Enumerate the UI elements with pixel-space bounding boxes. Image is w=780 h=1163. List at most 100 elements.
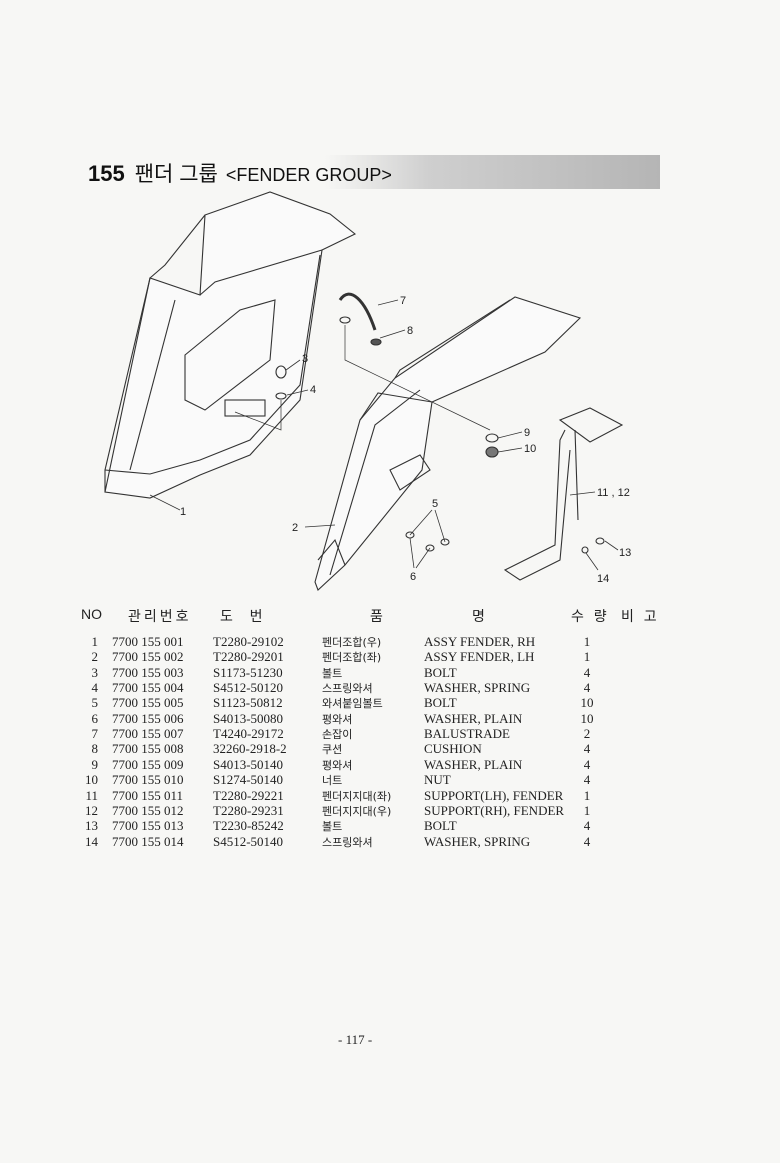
quantity: 1 [583, 802, 591, 818]
callout-9: 9 [524, 427, 530, 439]
callout-4: 4 [310, 384, 316, 396]
quantity: 1 [583, 787, 591, 803]
quantity: 4 [583, 772, 591, 788]
callout-11-12: 11 , 12 [597, 487, 630, 499]
quantity: 4 [583, 741, 591, 757]
table-row: 1 7700 155 001 T2280-29102 펜더조합(우) ASSY FEND… [0, 634, 780, 649]
row-number: 3 [91, 664, 99, 680]
management-number: 7700 155 010 [112, 772, 184, 788]
callout-5: 5 [432, 498, 438, 510]
header-part-name-1: 품 [370, 608, 386, 624]
management-number: 7700 155 009 [112, 756, 184, 772]
exploded-parts-diagram: 1 2 3 4 5 6 7 8 9 10 11 , 12 13 14 [104, 191, 631, 591]
header-mgmt-no: 관리번호 [128, 608, 192, 624]
part-name-korean: 스프링와셔 [322, 682, 373, 696]
callout-10: 10 [524, 443, 536, 455]
part-name-korean: 펜더지지대(우) [322, 804, 392, 818]
row-number: 14 [85, 833, 98, 849]
left-fender-drawing [104, 191, 357, 499]
drawing-number: T2280-29201 [213, 649, 284, 665]
callout-6: 6 [410, 571, 416, 583]
part-name-korean: 평와셔 [322, 712, 353, 726]
part-name-english: BOLT [424, 818, 457, 834]
callout-labels: 1 2 3 4 5 6 7 8 9 10 11 , 12 13 14 [180, 295, 631, 585]
title-english: <FENDER GROUP> [225, 165, 392, 185]
table-row: 9 7700 155 009 S4013-50140 평와셔 WASHER, PLAIN… [0, 757, 780, 772]
part-name-english: WASHER, PLAIN [424, 710, 523, 726]
row-number: 2 [91, 649, 99, 665]
quantity: 4 [583, 680, 591, 696]
table-row: 13 7700 155 013 T2230-85242 볼트 BOLT 4 [0, 818, 780, 833]
management-number: 7700 155 006 [112, 710, 184, 726]
management-number: 7700 155 014 [112, 833, 184, 849]
callout-leaders [149, 299, 619, 571]
part-name-english: WASHER, SPRING [424, 680, 531, 696]
management-number: 7700 155 007 [112, 726, 184, 742]
callout-7: 7 [400, 295, 406, 307]
part-name-korean: 와셔붙임볼트 [322, 697, 383, 711]
drawing-number: T2230-85242 [213, 818, 284, 834]
row-number: 8 [91, 741, 99, 757]
part-name-english: ASSY FENDER, RH [424, 634, 536, 649]
part-name-korean: 너트 [322, 774, 343, 788]
part-name-korean: 볼트 [322, 820, 343, 834]
part-name-english: NUT [424, 772, 451, 788]
part-name-english: BOLT [424, 695, 457, 711]
quantity: 4 [583, 756, 591, 772]
row-number: 9 [91, 756, 99, 772]
right-fender-drawing [314, 296, 582, 591]
part-name-korean: 펜더조합(우) [322, 636, 382, 649]
management-number: 7700 155 004 [112, 680, 184, 696]
fender-support-drawing [503, 407, 624, 581]
table-row: 4 7700 155 004 S4512-50120 스프링와셔 WASHER, SPR… [0, 680, 780, 695]
drawing-number: S4512-50140 [213, 833, 284, 849]
drawing-number: T4240-29172 [213, 726, 284, 742]
row-number: 5 [91, 695, 99, 711]
management-number: 7700 155 013 [112, 818, 184, 834]
section-number: 155 [88, 161, 125, 186]
part-name-english: SUPPORT(RH), FENDER [424, 802, 565, 818]
part-name-korean: 손잡이 [322, 728, 353, 742]
row-number: 10 [85, 772, 98, 788]
row-number: 4 [91, 680, 99, 696]
part-name-korean: 평와셔 [322, 758, 353, 772]
quantity: 10 [580, 710, 594, 726]
row-number: 11 [85, 787, 98, 803]
part-name-korean: 펜더지지대(좌) [322, 789, 392, 803]
drawing-number: T2280-29221 [213, 787, 284, 803]
drawing-number: T2280-29102 [213, 634, 284, 649]
management-number: 7700 155 001 [112, 634, 184, 649]
management-number: 7700 155 012 [112, 802, 184, 818]
drawing-number: S4013-50080 [213, 710, 284, 726]
management-number: 7700 155 003 [112, 664, 184, 680]
drawing-number: S1173-51230 [213, 664, 283, 680]
row-number: 13 [85, 818, 98, 834]
callout-2: 2 [292, 522, 298, 534]
quantity: 4 [583, 818, 591, 834]
part-name-english: ASSY FENDER, LH [424, 649, 535, 665]
part-name-korean: 볼트 [322, 666, 343, 680]
management-number: 7700 155 008 [112, 741, 184, 757]
quantity: 4 [583, 664, 591, 680]
callout-13: 13 [619, 547, 631, 559]
part-name-english: WASHER, PLAIN [424, 756, 523, 772]
row-number: 1 [91, 634, 99, 649]
drawing-number: S4013-50140 [213, 756, 284, 772]
title-korean: 팬더 그룹 [134, 163, 218, 186]
callout-1: 1 [180, 506, 186, 518]
management-number: 7700 155 002 [112, 649, 184, 665]
title-banner [82, 155, 660, 189]
header-qty: 수 량 [571, 608, 610, 624]
drawing-number: S4512-50120 [213, 680, 284, 696]
management-number: 7700 155 005 [112, 695, 184, 711]
header-note: 비 고 [621, 608, 660, 624]
part-name-korean: 스프링와셔 [322, 835, 373, 849]
